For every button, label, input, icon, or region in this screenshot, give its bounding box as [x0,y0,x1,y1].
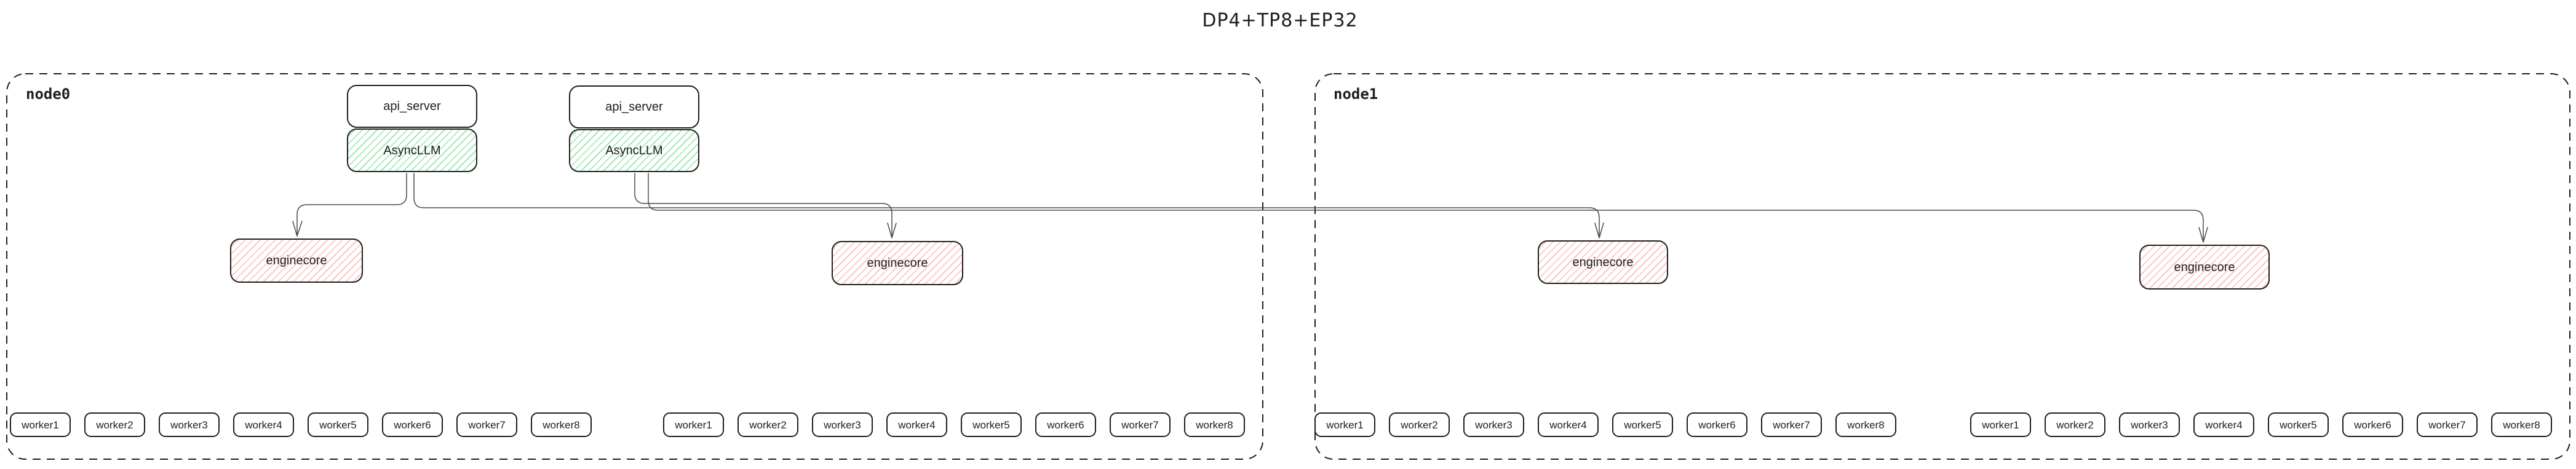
worker-box: worker1 [1314,412,1375,437]
worker-box: worker7 [1110,412,1171,437]
api-server-box-1: api_server [347,85,477,128]
worker-box: worker7 [456,412,517,437]
worker-box: worker8 [531,412,592,437]
node0-label: node0 [26,85,71,103]
worker-box: worker1 [1970,412,2031,437]
edge-asyncllm1-enginecore1 [296,173,407,235]
arrowhead-enginecore3 [1594,223,1604,238]
worker-box: worker4 [233,412,294,437]
worker-group-1: worker1 worker2 worker3 worker4 worker5 worke… [10,412,592,437]
node0-container [6,73,1263,460]
worker-box: worker6 [1035,412,1096,437]
worker-group-3: worker1 worker2 worker3 worker4 worker5 worke… [1314,412,1896,437]
worker-box: worker7 [2417,412,2478,437]
worker-box: worker7 [1761,412,1822,437]
arrowhead-enginecore1 [292,221,303,237]
edge-asyncllm2-enginecore4 [648,173,2204,241]
worker-box: worker2 [737,412,798,437]
worker-box: worker5 [961,412,1022,437]
asyncllm-box-1: AsyncLLM [347,128,477,172]
worker-box: worker6 [2342,412,2403,437]
worker-box: worker4 [1538,412,1599,437]
worker-box: worker1 [663,412,724,437]
edge-asyncllm2-enginecore2 [634,173,892,237]
diagram-title: DP4+TP8+EP32 [1202,10,1358,31]
arrowhead-enginecore4 [2198,227,2208,243]
asyncllm-box-2: AsyncLLM [569,129,699,172]
worker-box: worker2 [2045,412,2105,437]
worker-box: worker2 [1389,412,1450,437]
worker-box: worker3 [1463,412,1524,437]
worker-box: worker2 [84,412,145,437]
worker-box: worker8 [1835,412,1896,437]
worker-box: worker4 [2193,412,2254,437]
enginecore-box-3: enginecore [1538,240,1668,284]
enginecore-box-1: enginecore [230,238,363,283]
worker-box: worker6 [1687,412,1747,437]
worker-box: worker3 [812,412,873,437]
node1-container [1314,73,2570,460]
enginecore-box-2: enginecore [832,241,963,285]
worker-box: worker1 [10,412,71,437]
worker-box: worker5 [1612,412,1673,437]
api-server-box-2: api_server [569,85,699,128]
worker-group-2: worker1 worker2 worker3 worker4 worker5 worke… [663,412,1245,437]
arrowhead-enginecore2 [887,223,897,238]
node1-label: node1 [1334,85,1378,103]
worker-box: worker8 [2491,412,2552,437]
worker-box: worker8 [1184,412,1245,437]
worker-box: worker5 [308,412,368,437]
worker-box: worker3 [2119,412,2180,437]
worker-box: worker3 [159,412,220,437]
worker-box: worker5 [2268,412,2329,437]
edge-asyncllm1-enginecore3 [413,173,1600,237]
worker-group-4: worker1 worker2 worker3 worker4 worker5 worke… [1970,412,2552,437]
worker-box: worker4 [886,412,947,437]
worker-box: worker6 [382,412,443,437]
enginecore-box-4: enginecore [2139,245,2270,290]
